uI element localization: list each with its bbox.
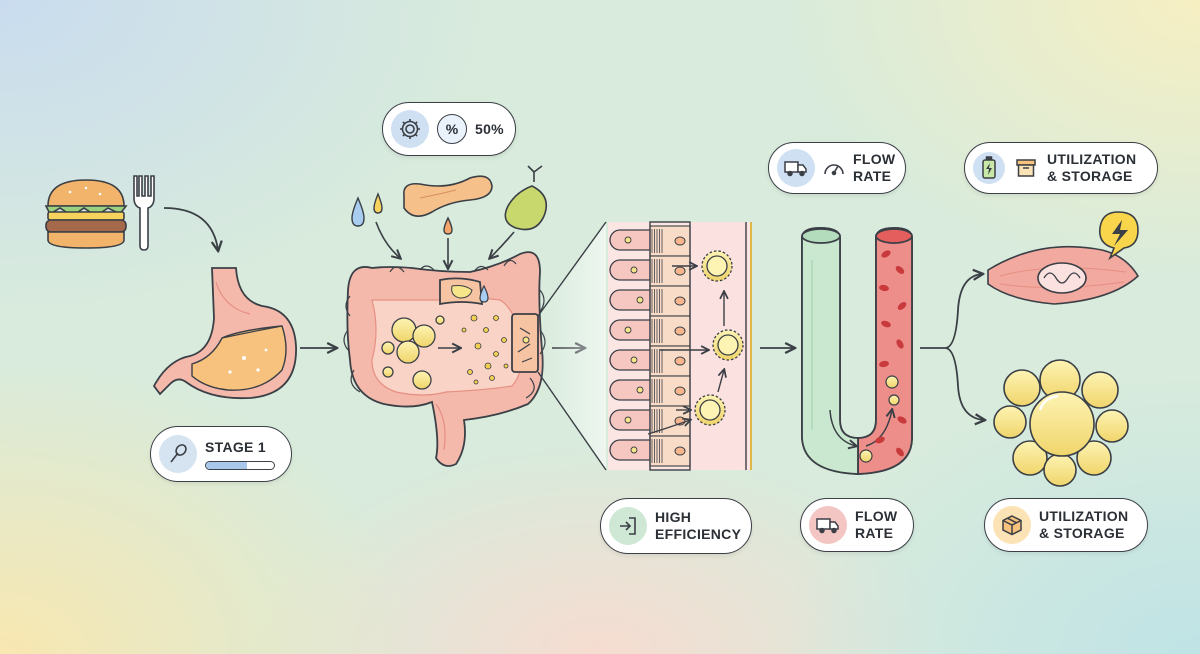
bile-drops xyxy=(351,192,453,235)
stage-badge: STAGE 1 xyxy=(150,426,292,482)
absorption-line1: HIGH xyxy=(655,509,692,525)
arrow-food-to-stomach xyxy=(163,207,218,250)
battery-icon xyxy=(973,152,1005,184)
percent-icon: % xyxy=(437,114,467,144)
fork-icon xyxy=(133,175,155,251)
lipid-droplet xyxy=(630,356,638,364)
gallbladder-illustration xyxy=(504,165,548,231)
flow-bottom-line2: RATE xyxy=(855,525,894,541)
cell-nucleus xyxy=(674,386,686,396)
util-bottom-line2: & STORAGE xyxy=(1039,525,1125,541)
flow-bottom-line1: FLOW xyxy=(855,508,898,524)
gauge-icon xyxy=(823,156,845,180)
util-top-line1: UTILIZATION xyxy=(1047,151,1137,167)
lipid-droplet xyxy=(636,386,644,394)
truck-icon xyxy=(809,506,847,544)
lymph-blood-vessels xyxy=(801,227,913,475)
cell-nucleus xyxy=(674,326,686,336)
enter-icon xyxy=(609,507,647,545)
enzyme-badge: % 50% xyxy=(382,102,516,156)
lipid-droplet xyxy=(630,266,638,274)
spoon-icon xyxy=(159,435,197,473)
stage-progress-bar xyxy=(205,460,275,470)
absorption-line2: EFFICIENCY xyxy=(655,526,742,542)
cell-nucleus xyxy=(674,446,686,456)
enzyme-percent-label: 50% xyxy=(475,120,504,137)
energy-bolt-icon xyxy=(1098,211,1139,261)
stomach-illustration xyxy=(152,267,297,400)
cell-nucleus xyxy=(674,296,686,306)
truck-icon xyxy=(777,149,815,187)
cell-nucleus xyxy=(674,236,686,246)
blood-fat-particles xyxy=(859,375,900,463)
transport-arrows xyxy=(647,266,724,435)
util-bottom-line1: UTILIZATION xyxy=(1039,508,1129,524)
utilization-storage-bottom-badge: UTILIZATION& STORAGE xyxy=(984,498,1148,552)
stage-content: STAGE 1 xyxy=(205,439,275,470)
stage-label: STAGE 1 xyxy=(205,438,266,455)
branch-arrows xyxy=(920,274,984,420)
zoom-lines xyxy=(537,221,607,471)
lipid-droplet xyxy=(624,416,632,424)
box-icon xyxy=(993,506,1031,544)
adipose-tissue-illustration xyxy=(993,359,1129,487)
lipid-droplet xyxy=(624,326,632,334)
flow-top-line2: RATE xyxy=(853,168,892,184)
stage-progress-fill xyxy=(206,461,247,469)
pancreas-illustration xyxy=(403,175,493,217)
lipid-droplet xyxy=(624,236,632,244)
lipid-droplet xyxy=(636,296,644,304)
lipid-droplet xyxy=(630,446,638,454)
gear-icon xyxy=(391,110,429,148)
fat-droplets xyxy=(461,314,509,385)
cell-nucleus xyxy=(674,266,686,276)
intestine-illustration xyxy=(343,251,546,467)
fat-globules xyxy=(381,315,445,390)
utilization-storage-top-badge: UTILIZATION& STORAGE xyxy=(964,142,1158,194)
burger-icon xyxy=(44,179,128,249)
red-blood-cells xyxy=(875,250,907,457)
util-top-line2: & STORAGE xyxy=(1047,168,1133,184)
muscle-illustration xyxy=(987,245,1140,305)
cell-nucleus xyxy=(674,356,686,366)
flow-top-line1: FLOW xyxy=(853,151,896,167)
chylomicrons xyxy=(694,250,744,426)
box-icon xyxy=(1013,155,1039,181)
enzyme-arrows xyxy=(375,221,515,268)
